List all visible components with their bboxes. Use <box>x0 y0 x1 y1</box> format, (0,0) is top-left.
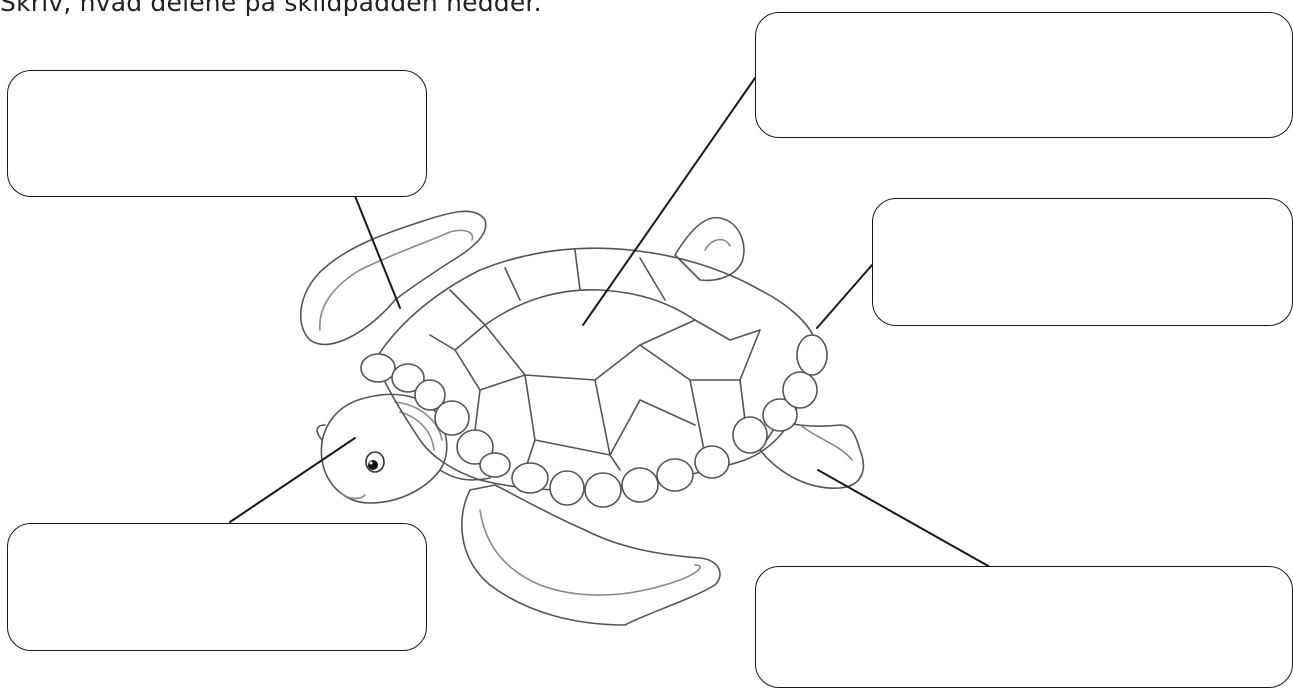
leader-line-hind-flipper <box>818 470 990 567</box>
answer-box-front-flipper[interactable] <box>7 70 427 197</box>
answer-box-shell[interactable] <box>755 12 1293 138</box>
leader-line-shell <box>583 78 755 325</box>
leader-line-tail <box>817 265 872 328</box>
front-bottom-flipper <box>462 485 720 625</box>
leader-line-head <box>230 438 355 522</box>
answer-box-hind-flipper[interactable] <box>755 566 1293 688</box>
back-top-flipper <box>675 218 744 281</box>
answer-box-tail[interactable] <box>872 198 1293 326</box>
marginal-scutes <box>361 335 827 507</box>
leader-line-front-flipper <box>355 196 400 308</box>
answer-box-head[interactable] <box>7 523 427 651</box>
